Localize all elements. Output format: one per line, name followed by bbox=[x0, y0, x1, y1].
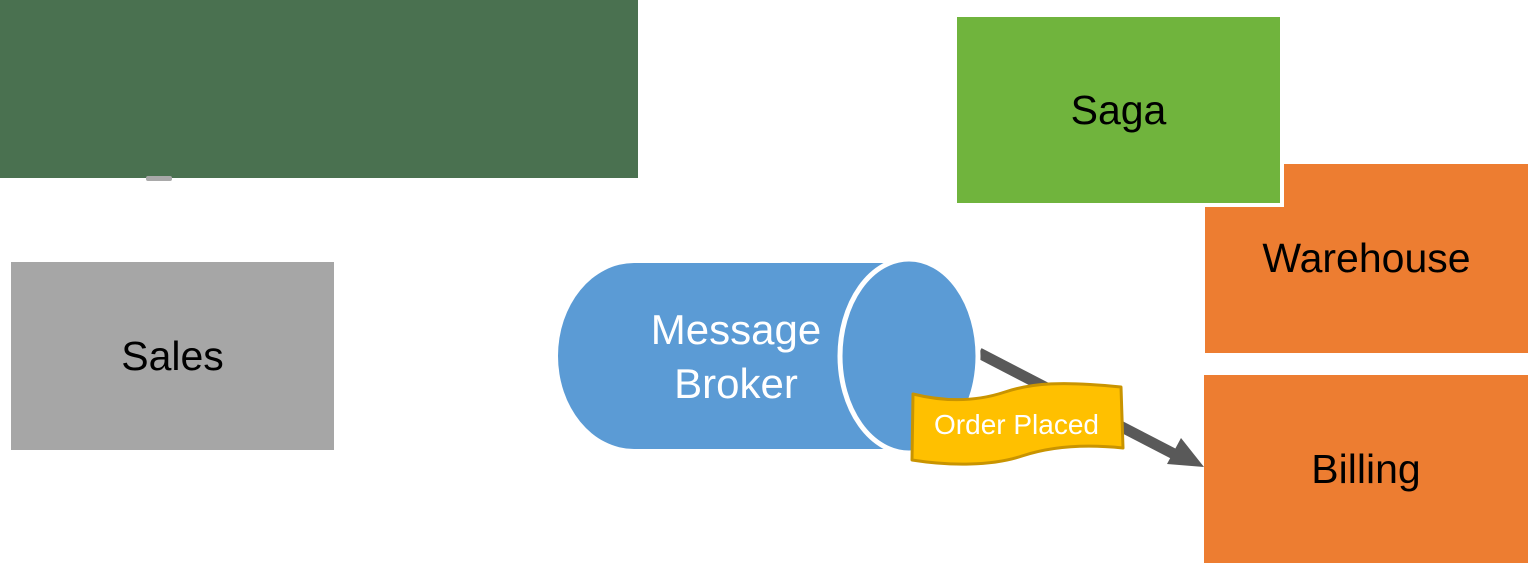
order-placed-banner-shape bbox=[910, 382, 1125, 466]
node-message-broker-label: Message Broker bbox=[560, 265, 912, 449]
message-broker-cylinder-body bbox=[558, 263, 910, 449]
message-broker-label-line2: Broker bbox=[674, 360, 798, 407]
node-warehouse-label: Warehouse bbox=[1262, 235, 1471, 281]
gray-artifact-shape bbox=[146, 176, 172, 181]
node-saga: Saga bbox=[957, 17, 1280, 203]
order-placed-text: Order Placed bbox=[934, 409, 1099, 440]
node-saga-label: Saga bbox=[1070, 86, 1167, 133]
node-sales-label: Sales bbox=[121, 332, 224, 379]
node-sales: Sales bbox=[11, 262, 334, 450]
node-billing: Billing bbox=[1204, 375, 1528, 563]
node-billing-label: Billing bbox=[1311, 445, 1421, 492]
node-warehouse: Warehouse bbox=[1205, 164, 1528, 353]
message-broker-label-line1: Message bbox=[650, 306, 822, 353]
order-placed-banner-label: Order Placed bbox=[912, 398, 1121, 452]
header-panel bbox=[0, 0, 638, 178]
order-placed-arrow-head bbox=[1167, 438, 1204, 467]
